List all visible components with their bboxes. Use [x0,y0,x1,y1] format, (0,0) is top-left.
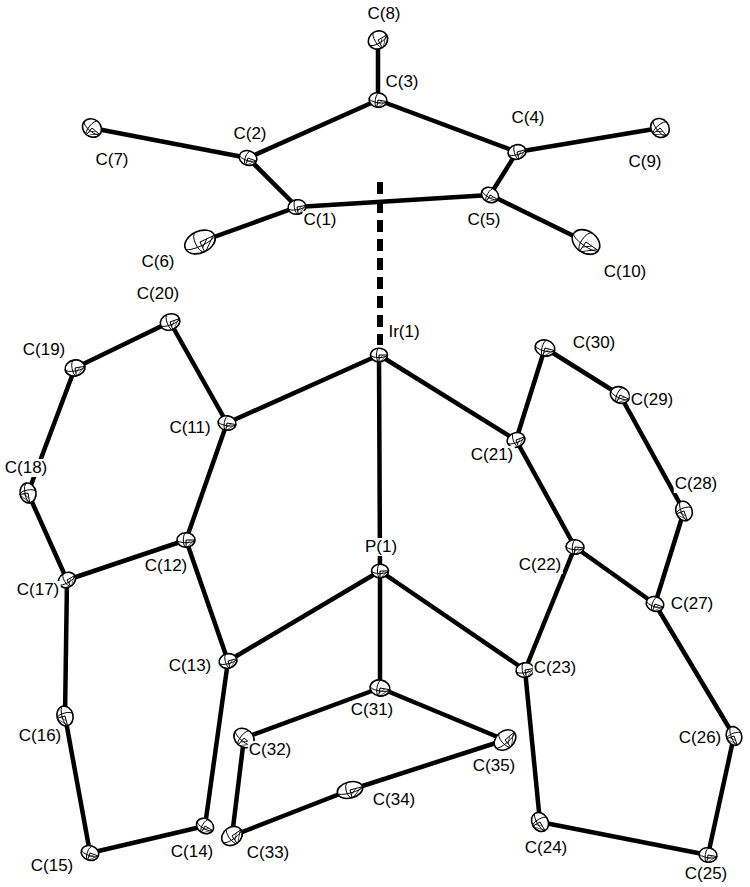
atom-label: C(2) [232,125,267,143]
atom-label: C(22) [518,556,563,574]
atom-ellipsoid [218,822,246,849]
atom-ellipsoid [673,499,695,523]
atom-ellipsoid [490,726,520,755]
atom-label: P(1) [364,538,398,556]
atom-label: C(15) [30,857,75,875]
atom-label: C(9) [627,153,662,171]
atom-ellipsoid [479,184,502,205]
atom-label: C(25) [684,865,729,883]
atom-ellipsoid [528,809,552,834]
atom-label: C(35) [472,757,517,775]
atom-ellipsoid [533,338,556,359]
atom-ellipsoid [194,815,217,836]
atom-ellipsoid [369,678,391,697]
atom-ellipsoid [55,704,76,727]
atom-label: C(4) [510,109,545,127]
atom-label: C(29) [630,391,675,409]
atom-ellipsoid [18,482,37,504]
atom-ellipsoid [181,225,219,258]
atom-label: C(1) [302,211,337,229]
atom-ellipsoids [18,27,744,863]
atom-ellipsoid [79,115,106,141]
atom-label: C(27) [670,595,715,613]
atom-ellipsoid [565,539,584,555]
atom-ellipsoid [64,358,86,377]
atom-label: C(17) [16,581,61,599]
atom-label: C(6) [140,253,175,271]
atom-label: C(13) [168,657,213,675]
centroid-bond [377,182,383,345]
atom-label: C(8) [366,5,401,23]
atom-ellipsoid [217,652,238,671]
atom-label: Ir(1) [387,323,420,341]
atom-label: C(20) [136,285,181,303]
atom-label: C(24) [524,839,569,857]
atom-label: C(19) [22,341,67,359]
atom-ellipsoid [724,724,745,747]
atom-ellipsoid [237,148,259,168]
atom-label: C(26) [678,729,723,747]
atom-ellipsoid [158,311,182,333]
atom-ellipsoid [335,779,364,801]
atom-ellipsoid [217,414,237,431]
atom-ellipsoid [368,91,388,108]
atom-ellipsoid [568,225,605,260]
atom-ellipsoid [506,143,527,162]
atom-ellipsoid [647,115,673,142]
atom-label: C(10) [603,263,648,281]
atom-ellipsoid [79,843,101,863]
atom-ellipsoid [177,533,195,547]
atom-label: C(11) [168,419,211,437]
bonds [28,40,734,855]
atom-label: C(30) [572,334,617,352]
atom-ellipsoid [644,594,666,614]
atom-label: C(34) [372,791,417,809]
atom-label: C(21) [470,446,515,464]
atom-ellipsoid [365,27,391,52]
atom-label: C(5) [466,211,501,229]
atom-label: C(32) [248,741,293,759]
atom-label: C(3) [384,73,419,91]
atom-label: C(7) [94,151,129,169]
atom-label: C(33) [246,844,291,862]
atom-ellipsoid [371,348,388,362]
atom-label: C(18) [4,459,49,477]
atom-label: C(12) [144,557,189,575]
atom-label: C(31) [350,701,395,719]
atom-label: C(16) [18,727,63,745]
atom-label: C(28) [674,475,719,493]
atom-ellipsoid [608,384,633,407]
atom-ellipsoid [698,846,718,863]
atom-label: C(14) [170,843,215,861]
atom-label: C(23) [533,659,578,677]
atom-ellipsoid [372,564,389,578]
